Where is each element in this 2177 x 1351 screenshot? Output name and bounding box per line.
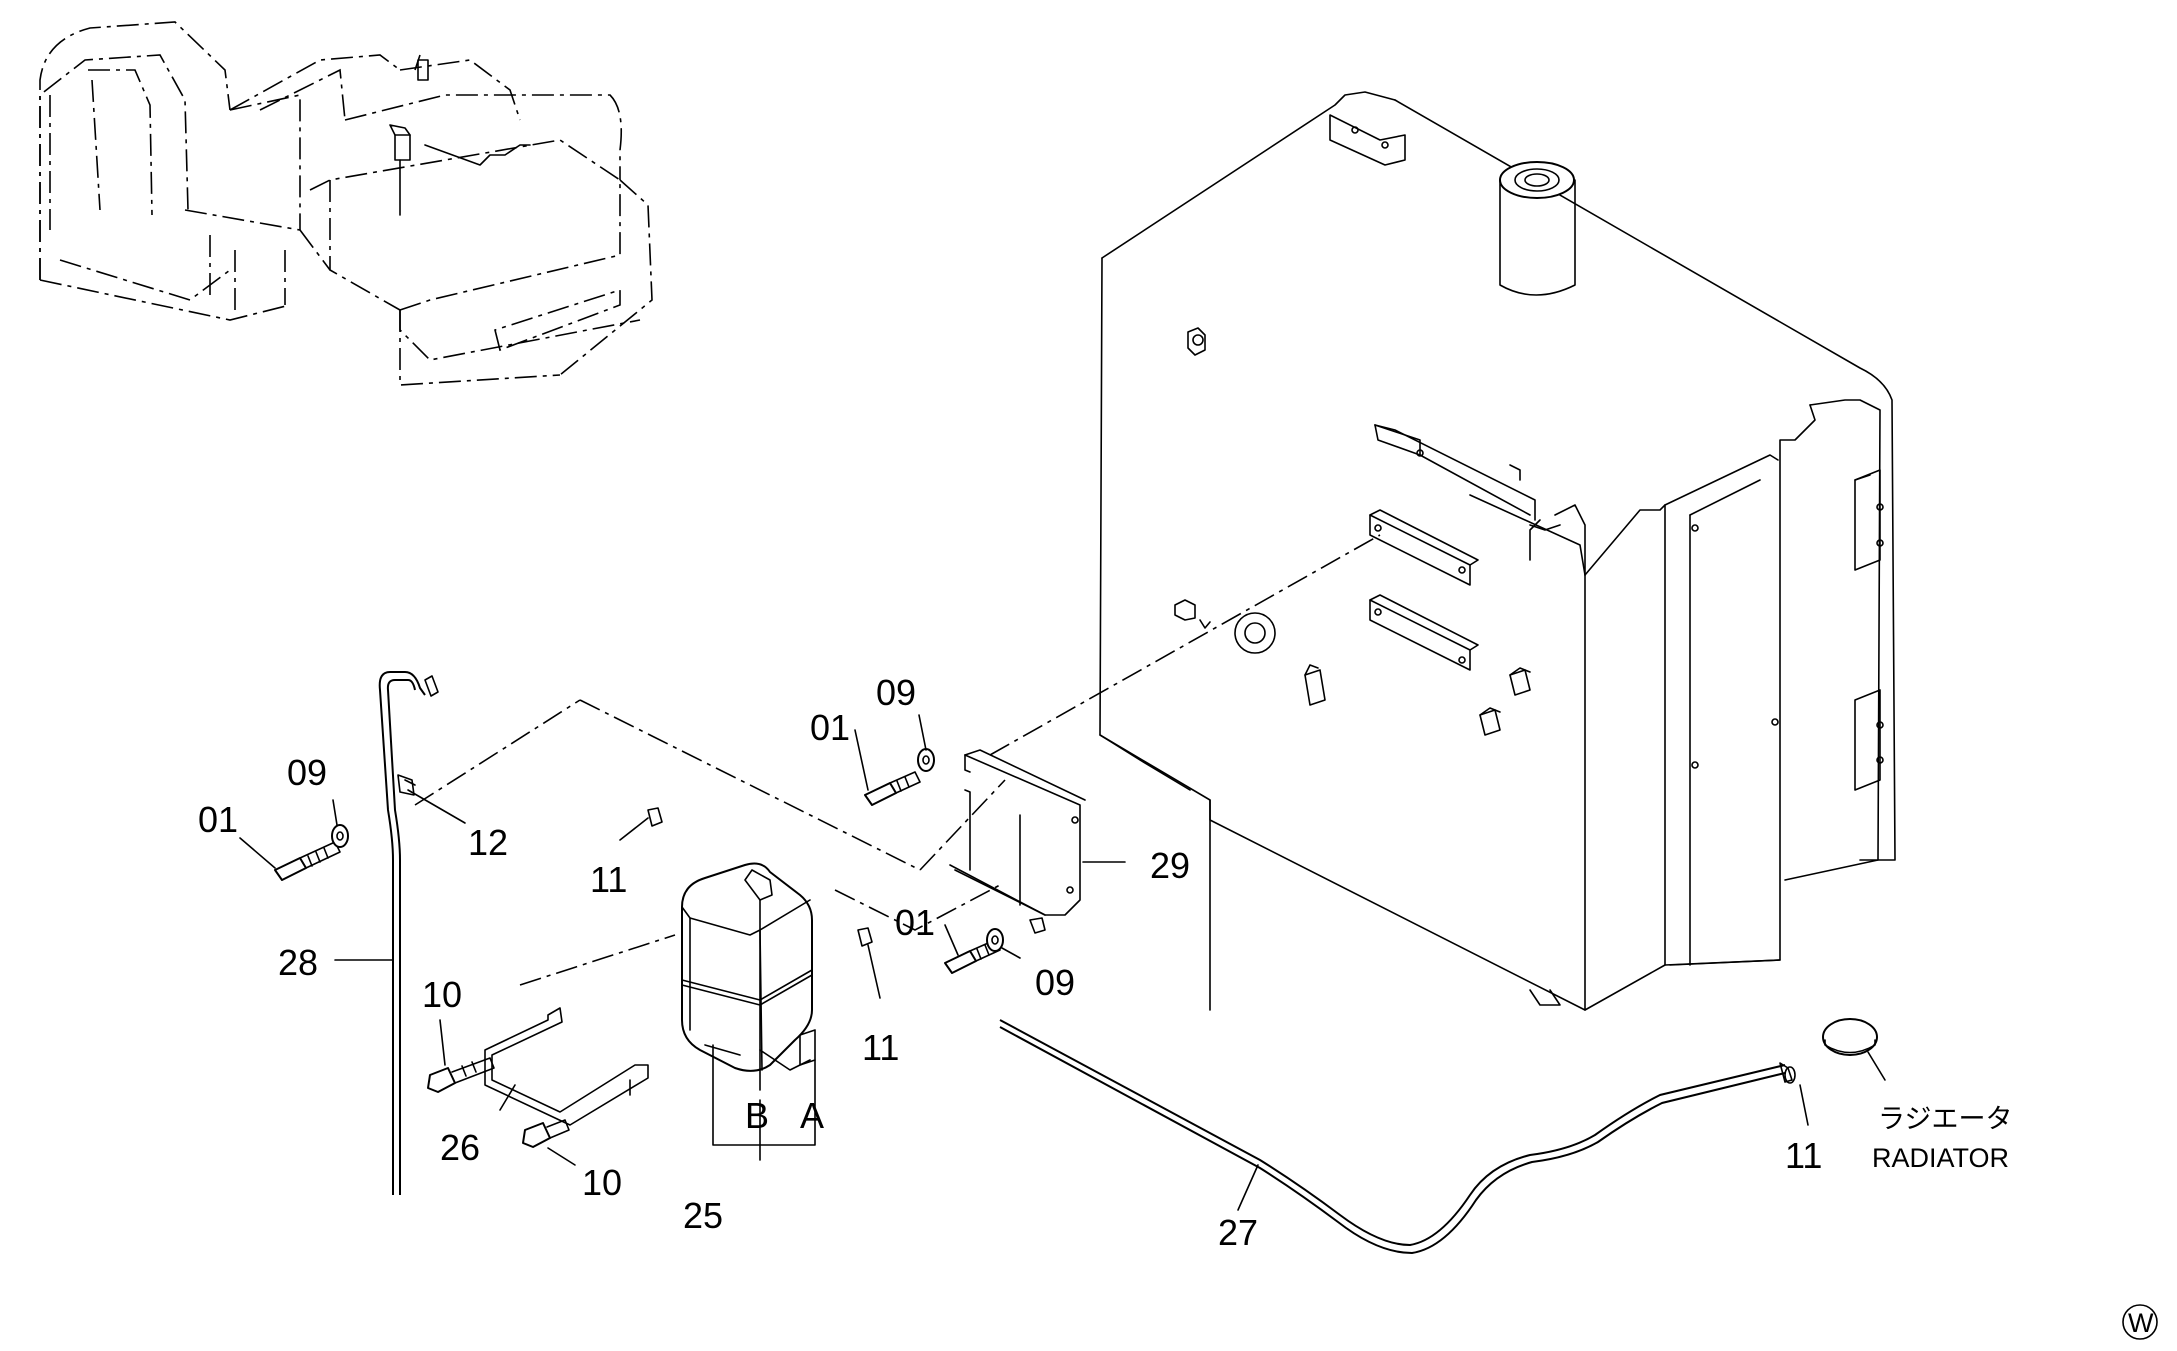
corner-mark-letter: W (2128, 1308, 2154, 1338)
callout-10: 10 (422, 974, 462, 1015)
guide-lines (414, 534, 1381, 986)
callout-09: 09 (876, 672, 916, 713)
bracket-26 (484, 1007, 649, 1126)
hose-28 (378, 671, 439, 1195)
hose-27 (999, 1019, 1786, 1255)
callout-01: 01 (895, 902, 935, 943)
callout-labels: 01 09 12 28 10 26 10 25 B A 11 11 01 09 … (198, 672, 2012, 1253)
callout-B: B (745, 1095, 769, 1136)
reserve-tank (681, 862, 816, 1091)
callout-12: 12 (468, 822, 508, 863)
callout-11: 11 (1785, 1135, 1822, 1176)
callout-29: 29 (1150, 845, 1190, 886)
callout-09: 09 (1035, 962, 1075, 1003)
callout-28: 28 (278, 942, 318, 983)
callout-26: 26 (440, 1127, 480, 1168)
radiator-cap (1779, 1018, 1878, 1084)
callout-01: 01 (810, 707, 850, 748)
callout-11: 11 (862, 1027, 899, 1068)
callout-A: A (800, 1095, 824, 1136)
radiator-label-en: RADIATOR (1872, 1143, 2009, 1173)
corner-mark: W (2122, 1304, 2158, 1340)
tank-assembly (1099, 91, 1896, 1011)
radiator-label-jp: ラジエータ (1878, 1104, 2012, 1134)
excavator-overview (39, 21, 653, 386)
leader-lines (239, 714, 1886, 1211)
callout-27: 27 (1218, 1212, 1258, 1253)
bracket-29 (949, 749, 1086, 934)
callout-10: 10 (582, 1162, 622, 1203)
callout-11: 11 (590, 859, 627, 900)
callout-25: 25 (683, 1195, 723, 1236)
fasteners (274, 748, 1004, 1148)
clamps-11 (647, 807, 873, 947)
callout-01: 01 (198, 799, 238, 840)
callout-09: 09 (287, 752, 327, 793)
